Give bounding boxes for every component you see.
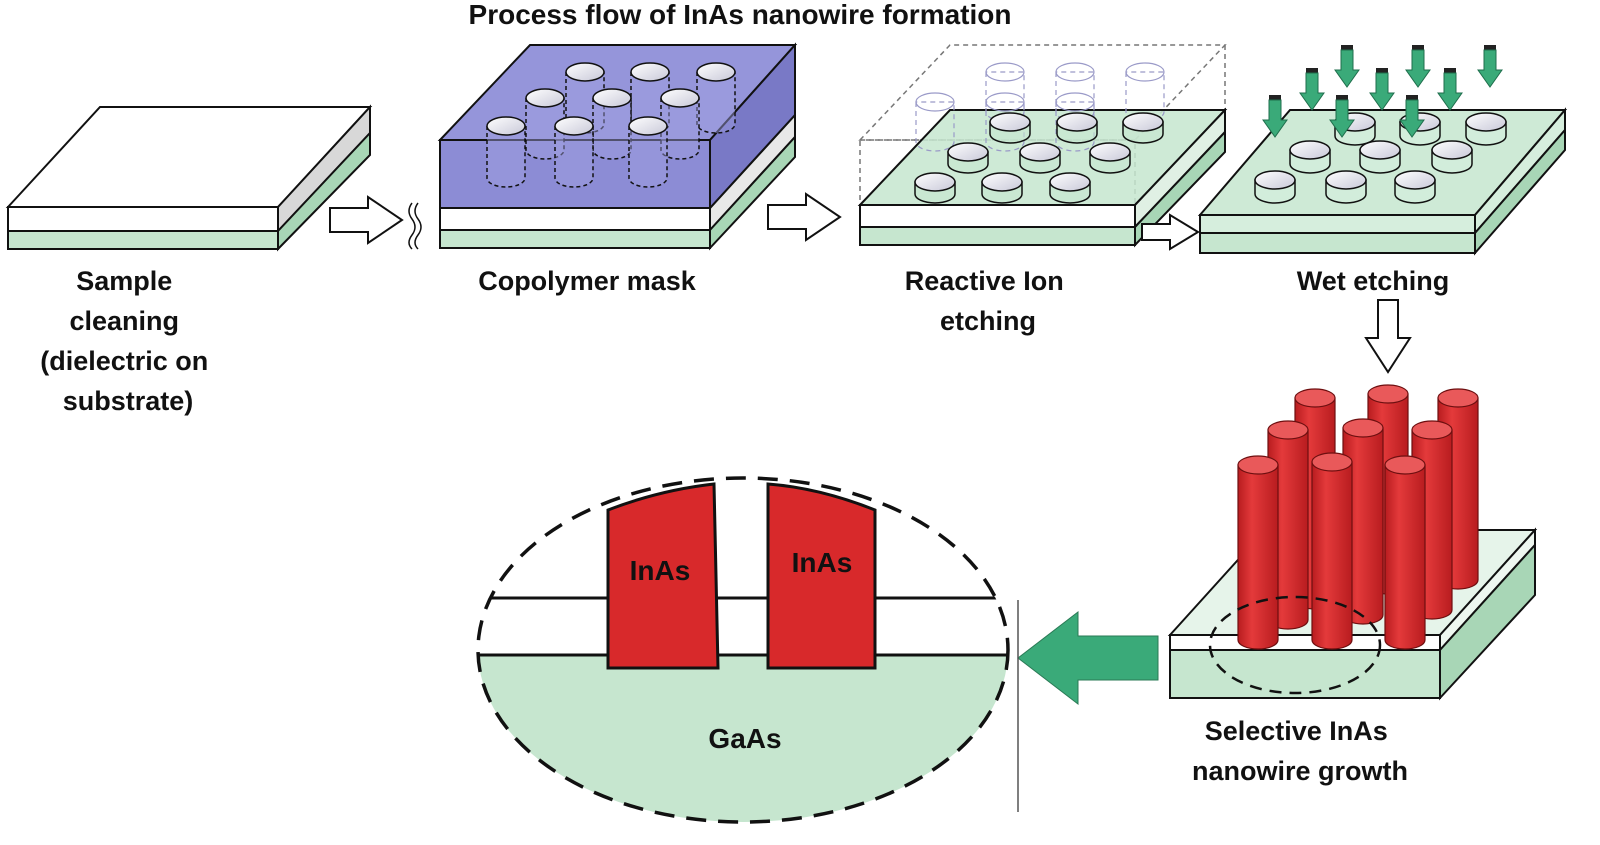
mask-hole (660, 88, 700, 160)
inas-nanowire (1342, 418, 1384, 625)
etched-hole (1122, 112, 1164, 144)
inas-left (606, 482, 720, 670)
etched-hole (914, 172, 956, 204)
green-left-arrow-icon (1017, 610, 1159, 706)
hollow-right-arrow-icon (767, 192, 842, 242)
etched-hole (1325, 170, 1367, 204)
inas-right-label: InAs (792, 547, 853, 578)
etched-hole (1465, 112, 1507, 146)
hollow-down-arrow-icon (1364, 299, 1412, 374)
etched-hole (1431, 140, 1473, 174)
step3-holes (914, 62, 1165, 204)
etched-hole (981, 172, 1023, 204)
etched-hole (1289, 140, 1331, 174)
diagram-title: Process flow of InAs nanowire formation (469, 0, 1012, 30)
etched-hole (989, 112, 1031, 144)
etched-hole (947, 142, 989, 174)
mask-hole (696, 62, 736, 134)
ghost-pillar (1055, 92, 1095, 152)
mask-hole (592, 88, 632, 160)
inas-nanowire (1237, 455, 1279, 650)
green-down-arrow-icon (1405, 45, 1431, 88)
break-mark-icon (408, 202, 422, 250)
hollow-right-arrow-icon (1141, 213, 1200, 251)
etched-hole (1056, 112, 1098, 144)
hollow-right-arrow-icon (329, 195, 404, 245)
zoom-detail (476, 476, 1010, 824)
green-down-arrow-icon (1369, 68, 1395, 111)
mask-holes (486, 62, 736, 188)
step2-label: Copolymer mask (478, 266, 697, 296)
inas-right (766, 482, 877, 670)
inas-nanowire (1311, 452, 1353, 650)
step1-label: Sample cleaning (dielectric on substrate… (40, 266, 216, 416)
mask-hole (554, 116, 594, 188)
green-down-arrow-icon (1477, 45, 1503, 88)
green-down-arrow-icon (1334, 45, 1360, 88)
etched-hole (1254, 170, 1296, 204)
nanowire-array (1237, 384, 1479, 650)
green-down-arrow-icon (1299, 68, 1325, 111)
green-down-arrow-icon (1399, 95, 1425, 138)
step4-label: Wet etching (1297, 266, 1450, 296)
zoom-region-marker (1208, 595, 1382, 695)
mask-hole (486, 116, 526, 188)
step5-label: Selective InAs nanowire growth (1192, 716, 1408, 786)
etched-hole (1359, 140, 1401, 174)
etched-hole (1089, 142, 1131, 174)
etched-hole (1394, 170, 1436, 204)
green-down-arrow-icon (1329, 95, 1355, 138)
inas-nanowire (1384, 455, 1426, 650)
etched-hole (1049, 172, 1091, 204)
green-down-arrows (1262, 45, 1503, 138)
ghost-pillar (985, 92, 1025, 152)
green-down-arrow-icon (1437, 68, 1463, 111)
step1-slab (5, 104, 373, 252)
gaas-label: GaAs (708, 723, 781, 754)
inas-left-label: InAs (630, 555, 691, 586)
step3-label: Reactive Ion etching (905, 266, 1072, 336)
ghost-pillar (915, 92, 955, 152)
etched-hole (1019, 142, 1061, 174)
mask-hole (628, 116, 668, 188)
green-down-arrow-icon (1262, 95, 1288, 138)
